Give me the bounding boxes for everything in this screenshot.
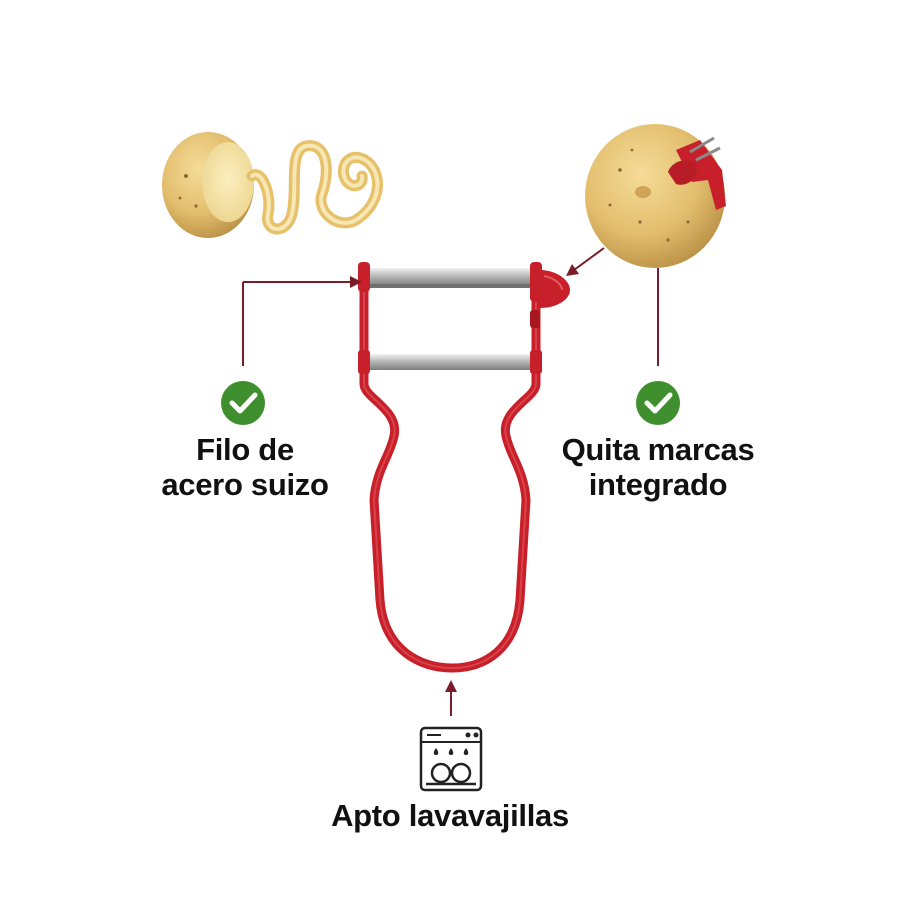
feature-label-line: Filo de — [196, 432, 294, 467]
feature-label-line: Apto lavavajillas — [331, 798, 569, 833]
callout-bottom — [445, 680, 457, 716]
check-icon — [636, 381, 680, 425]
feature-label-line: acero suizo — [161, 467, 329, 502]
feature-label-line: integrado — [588, 467, 728, 502]
feature-label-eye-remover: Quita marcas integrado — [548, 432, 768, 502]
peeler-image — [358, 262, 570, 673]
callout-left — [242, 276, 362, 366]
feature-label-dishwasher-safe: Apto lavavajillas — [300, 798, 600, 833]
peeled-potato-image — [162, 132, 383, 238]
check-icon — [221, 381, 265, 425]
feature-label-line: Quita marcas — [561, 432, 755, 467]
callout-right — [566, 247, 659, 366]
feature-label-swiss-steel: Filo de acero suizo — [150, 432, 340, 502]
dishwasher-icon — [419, 726, 483, 792]
potato-eye-remover-image — [585, 124, 726, 268]
